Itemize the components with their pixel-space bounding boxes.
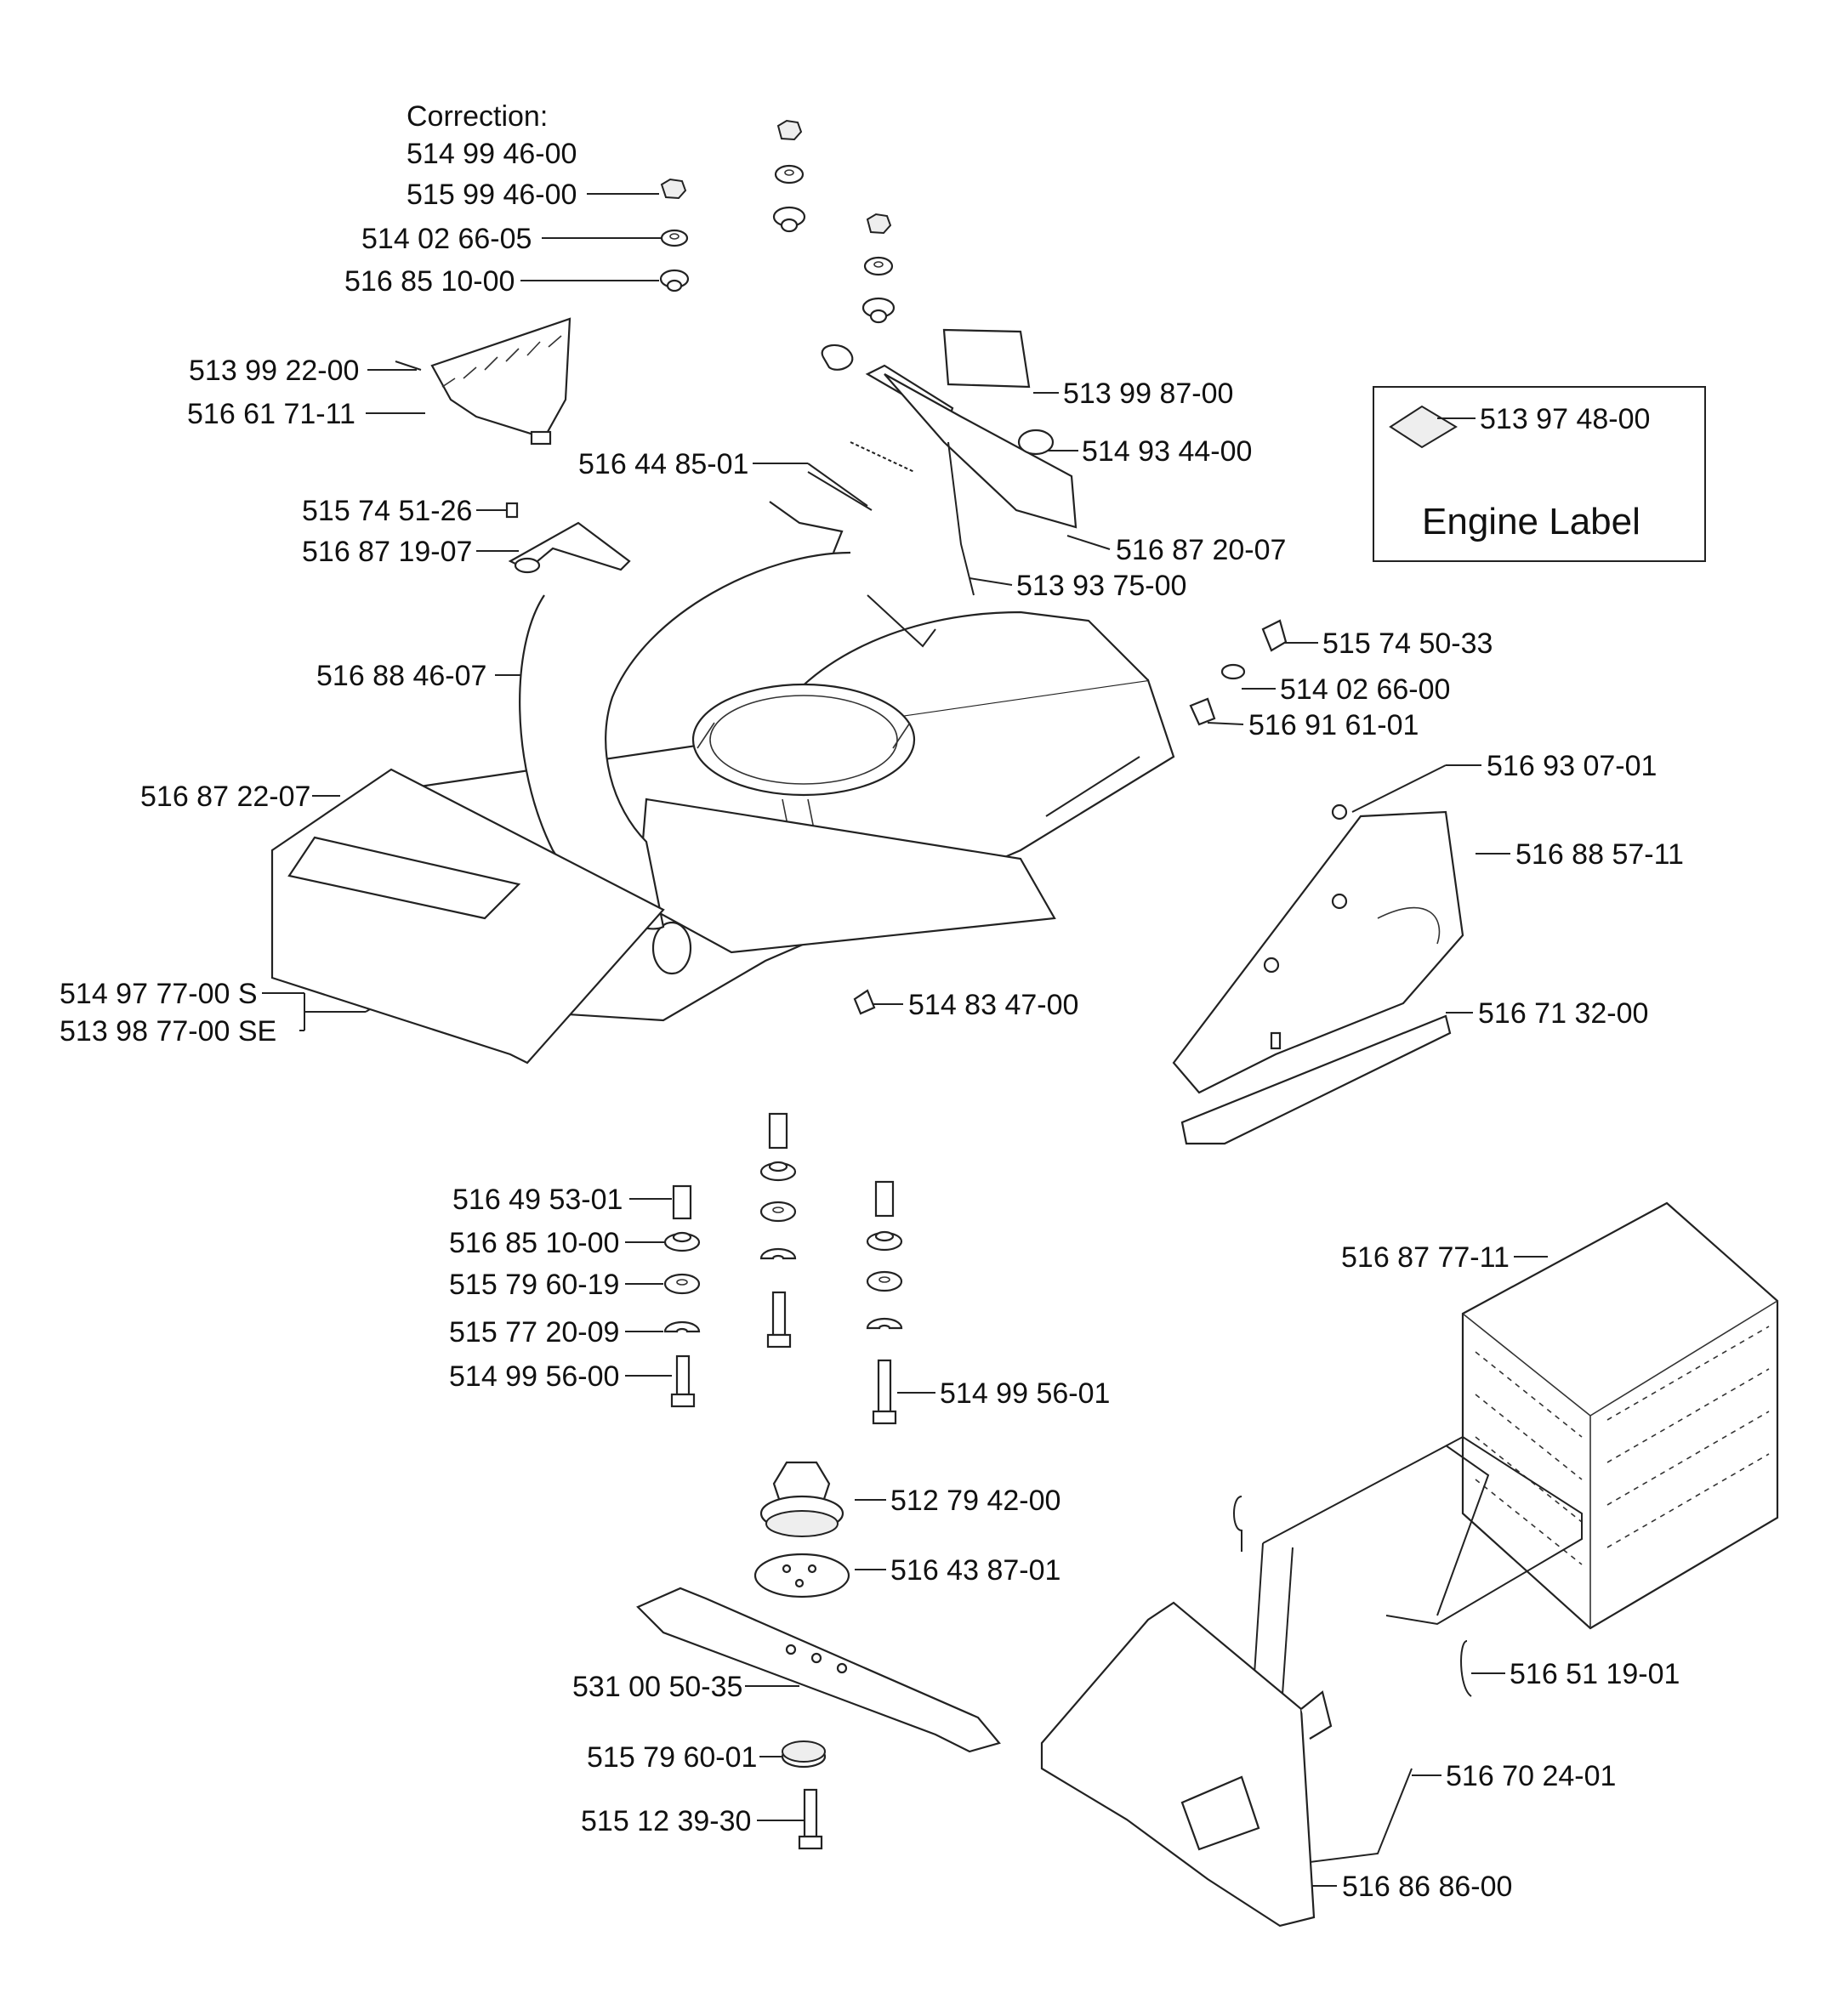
clip-pin [1233, 1496, 1472, 1697]
part-label: 516 70 24-01 [1446, 1760, 1616, 1792]
part-label: 512 79 42-00 [890, 1485, 1060, 1517]
part-label: 516 85 10-00 [344, 265, 515, 298]
part-label: 516 49 53-01 [452, 1184, 623, 1216]
part-label: 516 86 86-00 [1342, 1871, 1512, 1903]
part-labels: 515 99 46-00 514 02 66-05 516 85 10-00 5… [60, 179, 1684, 1903]
side-cover [1172, 803, 1464, 1094]
part-label: 513 99 87-00 [1063, 378, 1233, 410]
correction-heading: Correction: [407, 100, 548, 133]
engine-label-icon [1389, 405, 1458, 449]
part-label: 514 99 56-00 [449, 1360, 619, 1393]
part-label: 516 87 19-07 [302, 536, 472, 568]
part-label: 514 93 44-00 [1082, 435, 1252, 468]
blade-washer [781, 1740, 827, 1769]
part-label: 515 77 20-09 [449, 1316, 619, 1349]
deck-shell [519, 501, 851, 930]
grass-bag [1461, 1201, 1779, 1630]
part-label: 516 87 22-07 [140, 781, 310, 813]
lever-assembly [807, 328, 1078, 596]
nut-washer-stack-left [659, 178, 690, 292]
blade-bolt [798, 1788, 823, 1850]
part-label: 515 79 60-01 [587, 1741, 757, 1774]
engine-label-caption: Engine Label [1422, 501, 1640, 542]
part-label: 514 02 66-05 [361, 223, 532, 255]
part-label: 513 99 22-00 [189, 355, 359, 387]
part-label: 516 43 87-01 [890, 1554, 1060, 1587]
bag-chute [1040, 1601, 1333, 1928]
correction-number: 514 99 46-00 [407, 138, 577, 170]
spindle-stack-right [866, 1180, 903, 1425]
part-label: 513 98 77-00 SE [60, 1015, 276, 1048]
part-label: 516 93 07-01 [1487, 750, 1657, 782]
part-label: 515 99 46-00 [407, 179, 577, 211]
spindle-stack-center [759, 1112, 797, 1349]
engine-label-box: 513 97 48-00 Engine Label [1373, 386, 1706, 562]
part-label: 516 87 77-11 [1341, 1241, 1510, 1274]
blade-disc [753, 1553, 850, 1598]
part-label: 513 93 75-00 [1016, 570, 1186, 602]
front-flap [270, 768, 665, 1065]
spindle-stack-left [663, 1184, 701, 1408]
fasteners-right [1189, 619, 1288, 726]
part-label: 515 79 60-19 [449, 1269, 619, 1301]
part-label: 514 83 47-00 [908, 989, 1078, 1021]
part-label: 515 74 51-26 [302, 495, 472, 527]
part-label: 531 00 50-35 [572, 1671, 742, 1703]
part-label: 516 85 10-00 [449, 1227, 619, 1259]
engine-label-part-number: 513 97 48-00 [1480, 403, 1650, 435]
part-label: 516 88 46-07 [316, 660, 486, 692]
height-adjuster-plate [395, 317, 571, 446]
part-label: 516 51 19-01 [1510, 1658, 1680, 1690]
part-label: 515 74 50-33 [1322, 627, 1493, 660]
nut-washer-stack-center [772, 119, 896, 324]
part-label: 516 61 71-11 [187, 398, 355, 430]
part-label: 516 91 61-01 [1248, 709, 1419, 741]
part-label: 516 87 20-07 [1116, 534, 1286, 566]
blade-adapter [759, 1461, 844, 1537]
blade [636, 1587, 1001, 1753]
part-label: 515 12 39-30 [581, 1805, 751, 1837]
part-label: 516 88 57-11 [1515, 838, 1684, 871]
part-label: 516 71 32-00 [1478, 997, 1648, 1030]
screw [853, 989, 876, 1015]
bracket [505, 502, 631, 574]
side-bracket [1180, 1014, 1452, 1145]
part-label: 516 44 85-01 [578, 448, 748, 480]
part-label: 514 02 66-00 [1280, 673, 1450, 706]
part-label: 514 97 77-00 S [60, 978, 258, 1010]
part-label: 514 99 56-01 [940, 1377, 1110, 1410]
